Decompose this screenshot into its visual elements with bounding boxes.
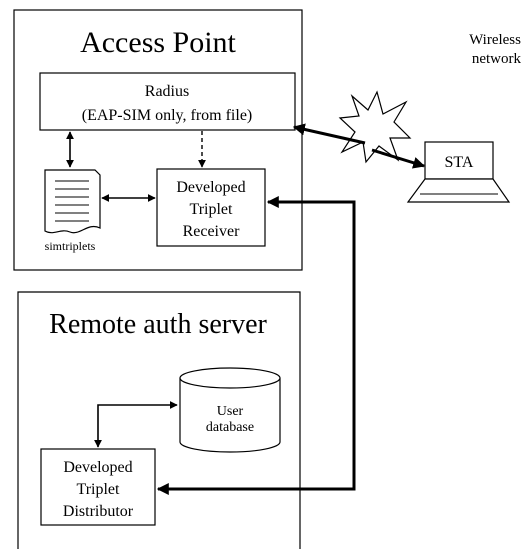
remote-server-title: Remote auth server [49,309,267,340]
distributor-label-line1: Developed [63,459,132,476]
distributor-label-line3: Distributor [63,503,134,520]
receiver-label-line2: Triplet [190,201,234,218]
receiver-label-line3: Receiver [183,223,241,240]
wireless-label-line2: network [472,51,522,67]
radius-label-line1: Radius [145,83,189,100]
database-label-line1: User [217,404,244,419]
triplet-distributor-box [40,448,156,526]
database-label-line2: database [206,420,254,435]
distributor-database-arrow [94,401,178,448]
distributor-label-line2: Triplet [77,481,121,498]
sta-laptop-icon [406,141,511,203]
radius-box [39,72,296,131]
wireless-link-left [292,123,366,145]
receiver-label-line1: Developed [176,179,245,196]
simtriplets-file-icon [44,169,101,234]
file-text-lines [55,180,89,222]
radius-label-line2: (EAP-SIM only, from file) [82,107,253,124]
wireless-link-right [371,148,426,169]
wireless-label-line1: Wireless [469,32,521,48]
sta-label: STA [445,154,474,171]
receiver-distributor-link [156,196,356,495]
simtriplets-label: simtriplets [45,239,96,253]
access-point-title: Access Point [80,26,236,59]
wireless-burst-icon [338,90,412,164]
